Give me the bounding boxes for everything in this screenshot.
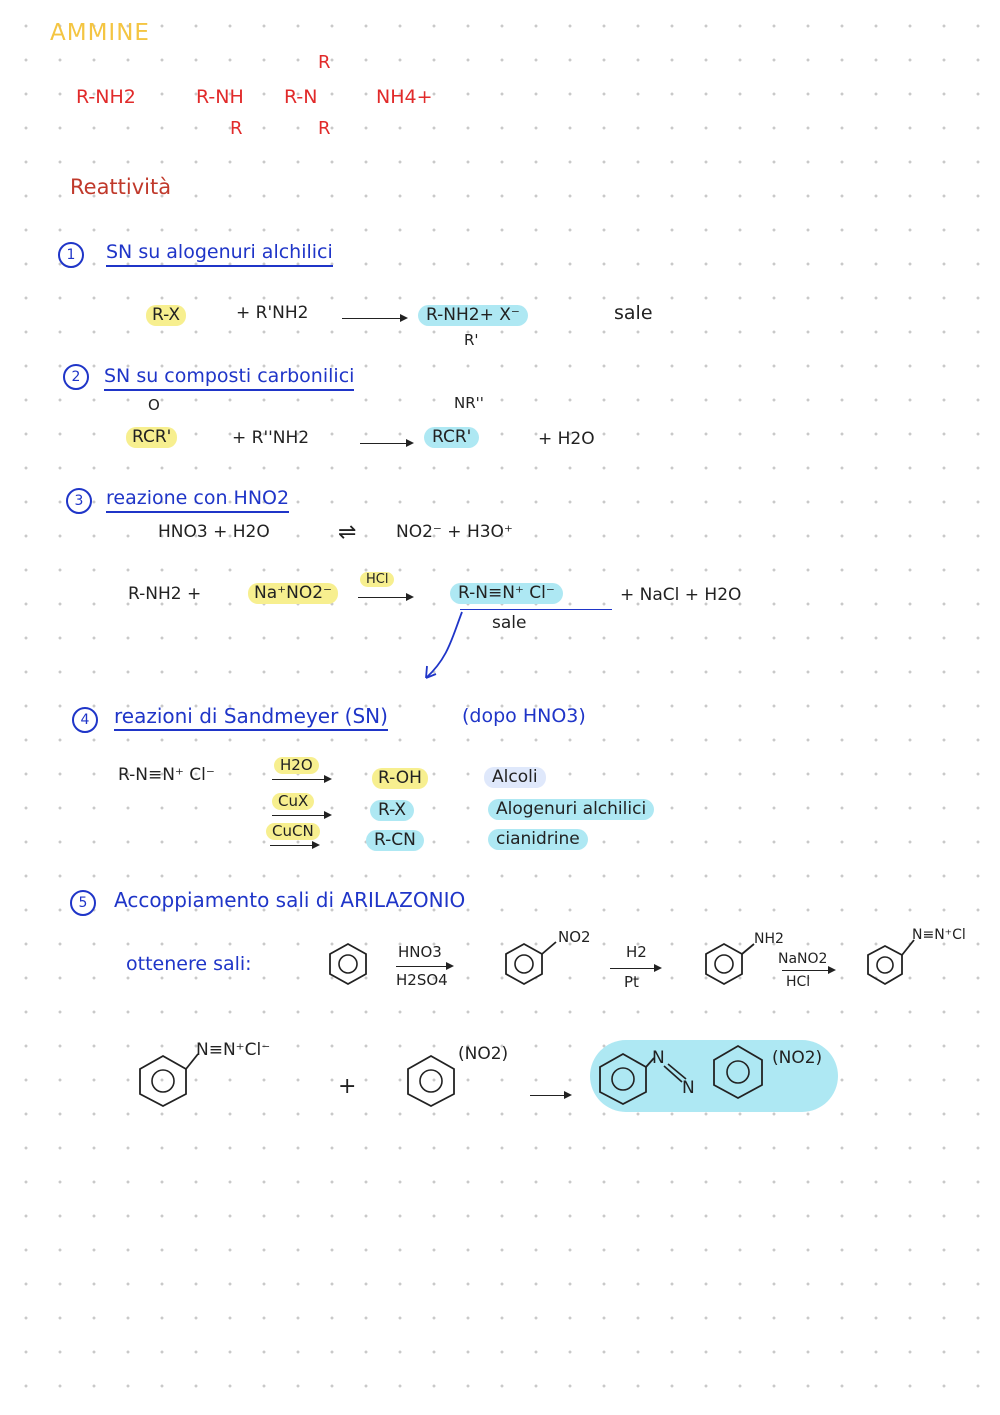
- reaction-5-step3-arrow: [782, 966, 836, 974]
- aniline-ring-icon: [705, 942, 755, 986]
- coupling-nitro-group: (NO2): [458, 1044, 509, 1064]
- step-number-5: 5: [70, 890, 96, 916]
- reaction-2-title: SN su composti carbonilici: [104, 367, 355, 391]
- reaction-2-product: RCR': [424, 427, 480, 448]
- reaction-3-diazonium-product: R-N≡N⁺ Cl⁻: [450, 583, 563, 604]
- link-arrow: [425, 611, 463, 679]
- amine-tertiary: R-N: [284, 86, 318, 108]
- azo-nitrogen-2: N: [682, 1078, 695, 1098]
- azo-nitro-group: (NO2): [772, 1048, 823, 1068]
- ammonium-ion: NH4+: [376, 86, 433, 108]
- reaction-3-equilibrium-arrow: ⇌: [338, 520, 357, 545]
- reaction-4-aside: (dopo HNO3): [462, 705, 586, 727]
- reaction-3-equilibrium-rhs: NO2⁻ + H3O⁺: [396, 522, 513, 542]
- nitrobenzene-ring-icon: [505, 941, 557, 986]
- step-number-1: 1: [58, 242, 84, 268]
- reaction-3-byproducts: + NaCl + H2O: [620, 585, 742, 605]
- step-number-4: 4: [72, 707, 98, 733]
- coupling-nitrobenzene-ring-icon: [407, 1054, 455, 1108]
- reaction-3-title: reazione con HNO2: [106, 489, 290, 513]
- reaction-4-class-halide: Alogenuri alchilici: [488, 799, 655, 820]
- reaction-2-reagent-carbonyl: RCR': [126, 427, 178, 448]
- reaction-1-product: R-NH2+ X⁻: [418, 305, 528, 326]
- reaction-5-diazonium-group: N≡N⁺Cl: [912, 927, 966, 943]
- reaction-1-reagent-halide: R-X: [146, 305, 187, 326]
- page-title: AMMINE: [50, 20, 150, 46]
- diazonium-ring-icon: [867, 939, 915, 986]
- reaction-2-carbonyl-oxygen: O: [148, 396, 160, 414]
- azo-ring-right-icon: [713, 1044, 763, 1100]
- reaction-5-step3-reagent: NaNO2: [778, 951, 828, 967]
- reaction-3-product-underline: [460, 609, 612, 610]
- reaction-3-equilibrium-lhs: HNO3 + H2O: [158, 522, 270, 542]
- section-heading: Reattività: [70, 175, 172, 199]
- reaction-1-title: SN su alogenuri alchilici: [106, 243, 333, 267]
- coupling-arrow: [530, 1091, 572, 1099]
- reaction-5-step1-arrow: [396, 962, 454, 970]
- reaction-5-step1-reagent: HNO3: [398, 943, 442, 961]
- reaction-4-class-nitrile: cianidrine: [488, 829, 588, 850]
- reaction-4-product-alcohol: R-OH: [372, 768, 428, 789]
- reaction-4-reagent-cux: CuX: [272, 793, 315, 810]
- reaction-3-nitrite: Na⁺NO2⁻: [248, 583, 338, 604]
- reaction-3-amine: R-NH2 +: [128, 584, 202, 604]
- reaction-4-reagent-water: H2O: [274, 757, 319, 774]
- reaction-3-note: sale: [492, 613, 527, 633]
- reaction-1-reagent-amine: + R'NH2: [236, 303, 309, 323]
- reaction-2-water: + H2O: [538, 429, 595, 449]
- reaction-3-condition: HCl: [360, 572, 395, 587]
- amine-secondary-r: R: [230, 118, 243, 139]
- amine-tertiary-r-top: R: [318, 52, 331, 73]
- coupling-plus: +: [338, 1074, 357, 1099]
- reaction-4-arrow-cucn: [270, 841, 320, 849]
- reaction-5-step2-catalyst: Pt: [624, 973, 639, 991]
- reaction-1-product-substituent: R': [464, 331, 479, 349]
- reaction-5-step2-arrow: [610, 964, 662, 972]
- reaction-4-title: reazioni di Sandmeyer (SN): [114, 706, 388, 731]
- reaction-5-step2-reagent: H2: [626, 943, 647, 961]
- amine-primary: R-NH2: [76, 86, 136, 108]
- reaction-2-reagent-amine: + R''NH2: [232, 428, 310, 448]
- reaction-4-arrow-cux: [272, 811, 332, 819]
- reaction-5-amino-group: NH2: [754, 931, 784, 947]
- reaction-5-title: Accoppiamento sali di ARILAZONIO: [114, 888, 466, 912]
- reaction-1-arrow: [342, 314, 408, 322]
- reaction-4-product-nitrile: R-CN: [366, 830, 424, 851]
- reaction-4-arrow-water: [272, 775, 332, 783]
- azo-nitrogen-1: N: [652, 1048, 665, 1068]
- coupling-diazonium-group: N≡N⁺Cl⁻: [196, 1040, 271, 1060]
- amine-secondary: R-NH: [196, 86, 244, 108]
- reaction-2-arrow: [360, 439, 414, 447]
- coupling-diazonium-ring-icon: [139, 1053, 199, 1108]
- azo-double-bond: [663, 1063, 687, 1083]
- reaction-4-class-alcohol: Alcoli: [484, 767, 546, 788]
- benzene-ring-icon: [329, 942, 367, 986]
- reaction-4-reagent-cucn: CuCN: [266, 823, 320, 840]
- reaction-5-nitro-group: NO2: [558, 928, 591, 946]
- reaction-4-product-halide: R-X: [370, 800, 415, 821]
- reaction-5-lead: ottenere sali:: [126, 953, 252, 975]
- reaction-3-arrow: [358, 593, 414, 601]
- amine-tertiary-r-bottom: R: [318, 118, 331, 139]
- step-number-2: 2: [63, 364, 89, 390]
- reaction-2-imine-group: NR'': [454, 394, 484, 412]
- reaction-5-step1-catalyst: H2SO4: [396, 971, 448, 989]
- reaction-1-note: sale: [614, 302, 653, 324]
- azo-ring-left-icon: [599, 1052, 655, 1106]
- reaction-4-diazonium: R-N≡N⁺ Cl⁻: [118, 765, 215, 785]
- step-number-3: 3: [66, 488, 92, 514]
- reaction-5-step3-acid: HCl: [786, 974, 811, 990]
